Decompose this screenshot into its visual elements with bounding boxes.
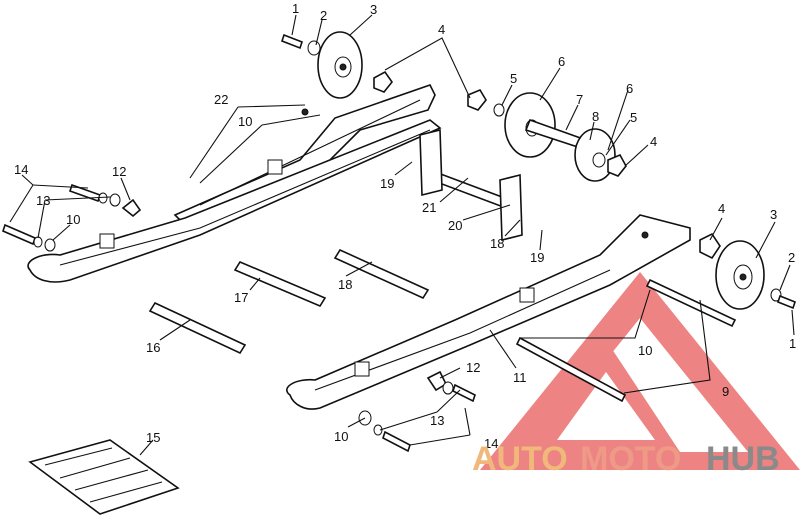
callout-16: 16	[146, 340, 160, 355]
callout-12: 12	[466, 360, 480, 375]
callout-13: 13	[36, 193, 50, 208]
callout-21: 21	[422, 200, 436, 215]
callout-10: 10	[238, 114, 252, 129]
left-hardware	[2, 183, 142, 252]
callout-17: 17	[234, 290, 248, 305]
watermark-auto: AUTO	[472, 440, 568, 478]
callout-8: 8	[592, 109, 599, 124]
long-bolt-9	[515, 278, 737, 403]
cross-shaft-18	[333, 248, 430, 300]
watermark-text: AUTO MOTO HUB	[472, 440, 780, 478]
callout-2: 2	[788, 250, 795, 265]
callout-5: 5	[510, 71, 517, 86]
callout-6: 6	[558, 54, 565, 69]
slide-pad-15	[28, 439, 180, 515]
callout-1: 1	[292, 1, 299, 16]
callout-2: 2	[320, 8, 327, 23]
callout-4: 4	[718, 201, 725, 216]
callout-1: 1	[789, 336, 796, 351]
callout-13: 13	[430, 413, 444, 428]
callout-5: 5	[630, 110, 637, 125]
callout-22: 22	[214, 92, 228, 107]
callout-9: 9	[722, 384, 729, 399]
idler-wheel-right	[699, 232, 796, 310]
watermark-moto: MOTO	[580, 440, 681, 478]
callout-15: 15	[146, 430, 160, 445]
watermark-hub: HUB	[706, 440, 780, 478]
callout-11: 11	[513, 370, 527, 385]
callout-3: 3	[370, 2, 377, 17]
center-axle-wheels	[493, 92, 627, 182]
cross-shaft-21	[419, 128, 523, 242]
cross-shaft-16	[148, 301, 247, 355]
callout-18: 18	[338, 277, 352, 292]
callout-14: 14	[14, 162, 28, 177]
cross-shaft-17	[233, 260, 327, 308]
right-slide-rail	[286, 214, 691, 410]
callout-labels: 1 2 3 4 5 6 7 8 6 5 4 22 10 14 12 13 10 …	[14, 1, 796, 451]
callout-7: 7	[576, 92, 583, 107]
callout-4: 4	[650, 134, 657, 149]
callout-10: 10	[334, 429, 348, 444]
callout-10: 10	[66, 212, 80, 227]
callout-20: 20	[448, 218, 462, 233]
callout-19: 19	[530, 250, 544, 265]
callout-4: 4	[438, 22, 445, 37]
callout-14: 14	[484, 436, 498, 451]
callout-12: 12	[112, 164, 126, 179]
left-slide-rail	[27, 119, 442, 283]
callout-19: 19	[380, 176, 394, 191]
callout-6: 6	[626, 81, 633, 96]
idler-wheel-top	[281, 31, 487, 111]
callout-18: 18	[490, 236, 504, 251]
leader-lines	[9, 14, 795, 456]
callout-10: 10	[638, 343, 652, 358]
callout-3: 3	[770, 207, 777, 222]
watermark-logo-icon	[480, 272, 800, 470]
bottom-hardware	[358, 370, 476, 453]
